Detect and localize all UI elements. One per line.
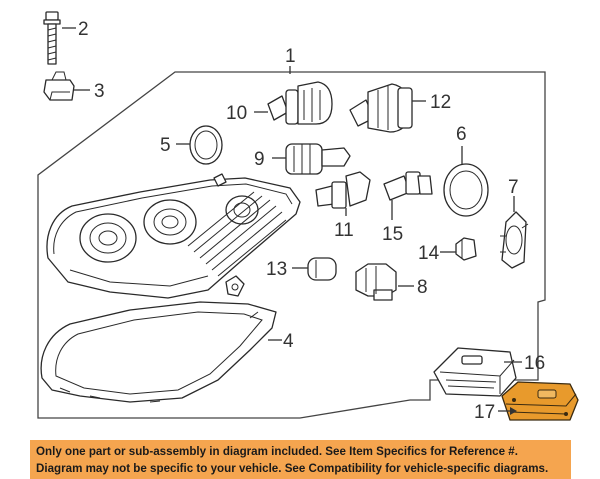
- headlamp-housing[interactable]: [46, 173, 301, 299]
- seal-ring-part[interactable]: [189, 125, 223, 165]
- bulb-part-9[interactable]: [285, 143, 351, 175]
- bulb-part-15[interactable]: [383, 171, 433, 201]
- socket-part-8[interactable]: [355, 263, 397, 301]
- callout-7: 7: [508, 177, 519, 198]
- assembly-frame: [37, 71, 546, 419]
- bulb-part-13[interactable]: [307, 257, 337, 281]
- socket-cap-part[interactable]: [500, 211, 529, 269]
- callout-5: 5: [160, 135, 171, 156]
- callout-12: 12: [430, 92, 451, 113]
- disclaimer-banner: Only one part or sub-assembly in diagram…: [30, 440, 571, 479]
- bulb-part-14[interactable]: [455, 237, 477, 261]
- bulb-part-11[interactable]: [315, 171, 371, 209]
- leader-17-arrow: [510, 407, 517, 415]
- retaining-ring-part[interactable]: [443, 163, 489, 217]
- callout-15: 15: [382, 224, 403, 245]
- bulb-part-12[interactable]: [349, 83, 413, 133]
- callout-13: 13: [266, 259, 287, 280]
- callout-3: 3: [94, 81, 105, 102]
- callout-1: 1: [285, 46, 296, 67]
- callout-9: 9: [254, 149, 265, 170]
- disclaimer-line-2: Diagram may not be specific to your vehi…: [36, 462, 549, 475]
- callout-2: 2: [78, 19, 89, 40]
- bulb-part-10[interactable]: [267, 81, 333, 125]
- control-unit-part-highlighted[interactable]: [501, 381, 579, 421]
- callout-14: 14: [418, 243, 440, 264]
- callout-10: 10: [226, 103, 247, 124]
- clip-nut-part[interactable]: [43, 71, 75, 101]
- callout-8: 8: [417, 277, 428, 298]
- callout-11: 11: [334, 220, 354, 241]
- callout-16: 16: [524, 353, 545, 374]
- callout-6: 6: [456, 124, 467, 145]
- disclaimer-line-1: Only one part or sub-assembly in diagram…: [36, 445, 518, 458]
- callout-4: 4: [283, 331, 294, 352]
- bolt-part[interactable]: [43, 11, 61, 65]
- ballast-module-part[interactable]: [433, 347, 517, 397]
- lens-part[interactable]: [40, 301, 277, 403]
- callout-17: 17: [474, 402, 495, 423]
